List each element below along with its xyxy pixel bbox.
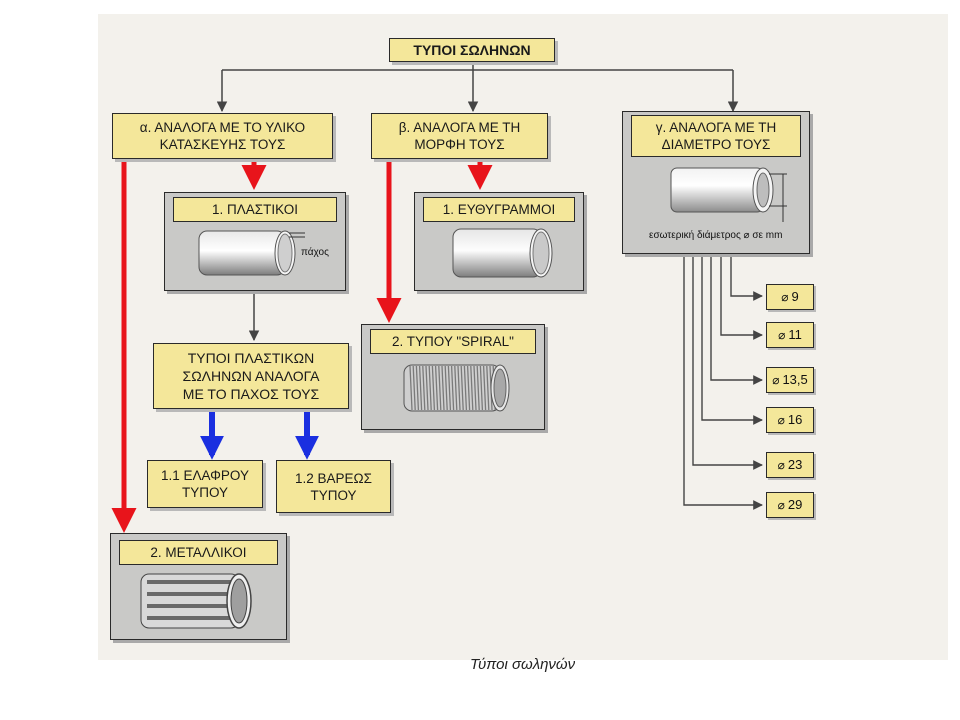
diameter-value: 23 <box>787 457 803 472</box>
plastic-types-line2: ΣΩΛΗΝΩΝ ΑΝΑΛΟΓΑ <box>182 368 320 384</box>
metal-label: 2. ΜΕΤΑΛΛΙΚΟΙ <box>119 540 278 565</box>
diameter-value: 9 <box>791 289 799 304</box>
diameter-box: ⌀16 <box>766 407 814 433</box>
title-text: ΤΥΠΟΙ ΣΩΛΗΝΩΝ <box>413 41 531 58</box>
category-diameter: γ. ΑΝΑΛΟΓΑ ΜΕ ΤΗ ΔΙΑΜΕΤΡΟ ΤΟΥΣ <box>631 115 801 157</box>
red-arrows <box>111 159 493 533</box>
category-diameter-panel: γ. ΑΝΑΛΟΓΑ ΜΕ ΤΗ ΔΙΑΜΕΤΡΟ ΤΟΥΣ εσωτερική… <box>622 111 810 254</box>
diameter-value: 13,5 <box>782 372 808 387</box>
diameter-symbol-icon: ⌀ <box>777 458 785 472</box>
category-shape: β. ΑΝΑΛΟΓΑ ΜΕ ΤΗ ΜΟΡΦΗ ΤΟΥΣ <box>371 113 548 159</box>
heavy-type-box: 1.2 ΒΑΡΕΩΣ ΤΥΠΟΥ <box>276 460 391 513</box>
category-diameter-line1: γ. ΑΝΑΛΟΓΑ ΜΕ ΤΗ <box>655 120 777 135</box>
category-material-line1: α. ΑΝΑΛΟΓΑ ΜΕ ΤΟ ΥΛΙΚΟ <box>139 120 306 135</box>
thickness-label: πάχος <box>301 247 329 258</box>
metal-panel: 2. ΜΕΤΑΛΛΙΚΟΙ <box>110 533 287 640</box>
spiral-tube-image <box>403 364 510 412</box>
blue-arrows <box>200 411 319 460</box>
diameter-tube-image <box>670 167 787 222</box>
category-shape-line1: β. ΑΝΑΛΟΓΑ ΜΕ ΤΗ <box>398 120 521 135</box>
diameter-box: ⌀11 <box>766 322 814 348</box>
light-type-line1: 1.1 ΕΛΑΦΡΟΥ <box>160 468 249 483</box>
category-shape-line2: ΜΟΡΦΗ ΤΟΥΣ <box>414 137 505 152</box>
diameter-symbol-icon: ⌀ <box>778 328 786 342</box>
spiral-label: 2. ΤΥΠΟΥ "SPIRAL" <box>370 329 536 354</box>
diameter-symbol-icon: ⌀ <box>777 413 785 427</box>
diameter-symbol-icon: ⌀ <box>772 373 780 387</box>
straight-tube-image <box>452 228 553 278</box>
category-material: α. ΑΝΑΛΟΓΑ ΜΕ ΤΟ ΥΛΙΚΟ ΚΑΤΑΣΚΕΥΗΣ ΤΟΥΣ <box>112 113 333 159</box>
diameter-box: ⌀29 <box>766 492 814 518</box>
plastic-types-line1: ΤΥΠΟΙ ΠΛΑΣΤΙΚΩΝ <box>187 350 315 366</box>
straight-panel: 1. ΕΥΘΥΓΡΑΜΜΟΙ <box>414 192 584 291</box>
plastic-types-box: ΤΥΠΟΙ ΠΛΑΣΤΙΚΩΝ ΣΩΛΗΝΩΝ ΑΝΑΛΟΓΑ ΜΕ ΤΟ ΠΑ… <box>153 343 349 409</box>
diameter-symbol-icon: ⌀ <box>777 498 785 512</box>
diameter-symbol-icon: ⌀ <box>781 290 789 304</box>
light-type-line2: ΤΥΠΟΥ <box>181 485 229 500</box>
plastic-label: 1. ΠΛΑΣΤΙΚΟΙ <box>173 197 337 222</box>
category-diameter-line2: ΔΙΑΜΕΤΡΟ ΤΟΥΣ <box>661 137 771 152</box>
diameter-box: ⌀23 <box>766 452 814 478</box>
title-connector <box>216 60 739 113</box>
straight-label: 1. ΕΥΘΥΓΡΑΜΜΟΙ <box>423 197 575 222</box>
metal-tube-image <box>140 573 252 629</box>
category-material-line2: ΚΑΤΑΣΚΕΥΗΣ ΤΟΥΣ <box>159 137 286 152</box>
spiral-panel: 2. ΤΥΠΟΥ "SPIRAL" <box>361 324 545 430</box>
plastic-types-line3: ΜΕ ΤΟ ΠΑΧΟΣ ΤΟΥΣ <box>182 386 320 402</box>
plastic-tube-image <box>198 230 305 276</box>
diameter-value: 29 <box>787 497 803 512</box>
diameter-note: εσωτερική διάμετρος ⌀ σε mm <box>649 230 783 241</box>
title-box: ΤΥΠΟΙ ΣΩΛΗΝΩΝ <box>389 38 555 62</box>
diameter-value: 16 <box>787 412 803 427</box>
diameter-box: ⌀13,5 <box>766 367 814 393</box>
diameter-tree <box>683 254 763 510</box>
heavy-type-line2: ΤΥΠΟΥ <box>310 487 357 503</box>
heavy-type-line1: 1.2 ΒΑΡΕΩΣ <box>295 470 372 486</box>
light-type-box: 1.1 ΕΛΑΦΡΟΥ ΤΥΠΟΥ <box>147 460 263 508</box>
diameter-box: ⌀9 <box>766 284 814 310</box>
figure-caption: Τύποι σωληνών <box>470 656 576 673</box>
diameter-value: 11 <box>788 327 802 342</box>
plastic-panel: 1. ΠΛΑΣΤΙΚΟΙ πάχος <box>164 192 346 291</box>
